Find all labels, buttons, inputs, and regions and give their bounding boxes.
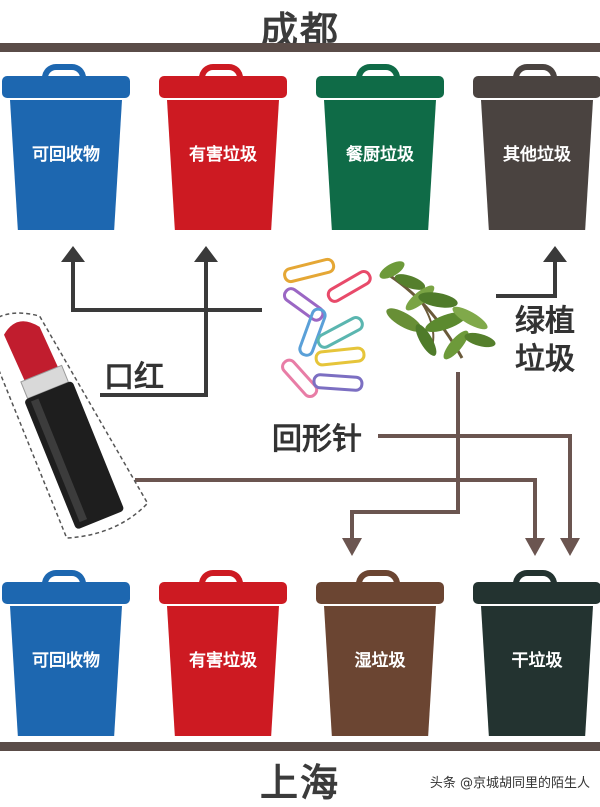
arrow-plant-to-wet xyxy=(350,372,460,538)
arrow-head xyxy=(194,246,218,262)
bin-lid xyxy=(159,76,287,98)
bin-handle xyxy=(199,570,243,584)
bin-body xyxy=(481,606,593,736)
arrow-head xyxy=(61,246,85,262)
arrow-head xyxy=(342,538,362,556)
shanghai-bin-wet: 湿垃圾 xyxy=(316,570,444,738)
bin-label: 可回收物 xyxy=(32,145,100,165)
arrow-head xyxy=(543,246,567,262)
bin-lid xyxy=(159,582,287,604)
arrow-head xyxy=(560,538,580,556)
bin-body xyxy=(10,100,122,230)
shanghai-bin-hazardous: 有害垃圾 xyxy=(159,570,287,738)
paperclip-icon xyxy=(281,257,372,399)
bin-label: 有害垃圾 xyxy=(189,145,257,165)
top-divider xyxy=(0,43,600,52)
shanghai-bin-dry: 干垃圾 xyxy=(473,570,600,738)
bin-label: 湿垃圾 xyxy=(354,651,406,671)
shanghai-bin-recyclable: 可回收物 xyxy=(2,570,130,738)
bin-lid xyxy=(2,582,130,604)
bin-lid xyxy=(316,76,444,98)
label-plant-line1: 绿植 xyxy=(515,304,575,339)
bin-lid xyxy=(473,76,600,98)
bin-handle xyxy=(356,64,400,78)
bin-handle xyxy=(513,570,557,584)
arrow-plant-to-other xyxy=(496,258,557,298)
bin-body xyxy=(324,606,436,736)
arrow-paperclip-to-dry xyxy=(378,434,572,538)
bin-body xyxy=(324,100,436,230)
bin-handle xyxy=(42,570,86,584)
arrow-lipstick-to-recyclable xyxy=(71,258,262,312)
bin-handle xyxy=(356,570,400,584)
label-plant-line2: 垃圾 xyxy=(515,342,575,377)
arrow-lipstick-to-dry xyxy=(135,478,537,538)
plant-icon xyxy=(379,261,496,360)
bin-label: 有害垃圾 xyxy=(189,651,257,671)
bin-body xyxy=(167,100,279,230)
arrow-head xyxy=(525,538,545,556)
bin-handle xyxy=(199,64,243,78)
bin-lid xyxy=(316,582,444,604)
bin-label: 干垃圾 xyxy=(511,651,563,671)
bin-body xyxy=(167,606,279,736)
watermark: 头条 @京城胡同里的陌生人 xyxy=(429,776,590,791)
bin-label: 其他垃圾 xyxy=(503,145,571,165)
bin-handle xyxy=(513,64,557,78)
bin-body xyxy=(10,606,122,736)
chengdu-bin-kitchen: 餐厨垃圾 xyxy=(316,64,444,232)
chengdu-bin-recyclable: 可回收物 xyxy=(2,64,130,232)
bin-label: 可回收物 xyxy=(32,651,100,671)
arrow-lipstick-to-hazardous xyxy=(100,258,208,397)
city-title-shanghai: 上海 xyxy=(259,761,340,805)
bin-lid xyxy=(2,76,130,98)
lipstick-icon xyxy=(0,312,149,539)
bin-body xyxy=(481,100,593,230)
bottom-divider xyxy=(0,742,600,751)
label-paperclip: 回形针 xyxy=(272,422,362,457)
chengdu-bin-hazardous: 有害垃圾 xyxy=(159,64,287,232)
bin-handle xyxy=(42,64,86,78)
bin-lid xyxy=(473,582,600,604)
bin-label: 餐厨垃圾 xyxy=(346,145,414,165)
chengdu-bin-other: 其他垃圾 xyxy=(473,64,600,232)
label-lipstick: 口红 xyxy=(104,360,164,395)
